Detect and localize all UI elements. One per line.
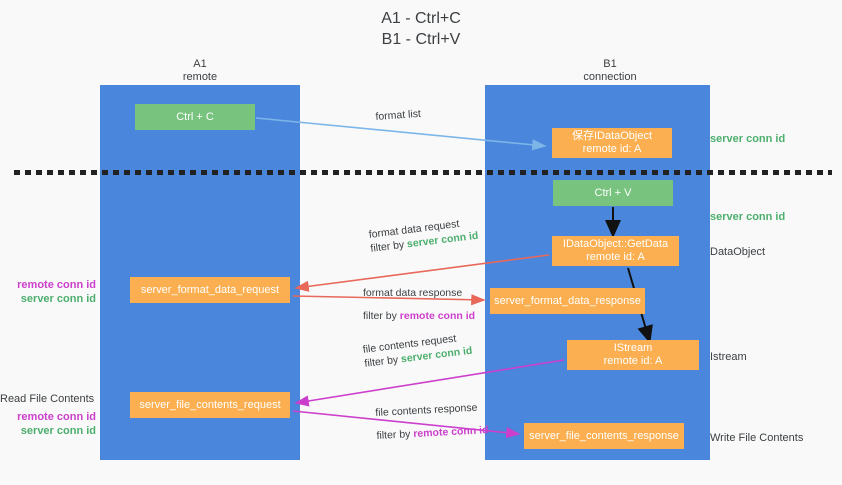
note-conn-ids-format: remote conn id server conn id: [0, 278, 96, 306]
edge-label-format-data-response: format data response filter by remote co…: [363, 286, 475, 323]
box-idataobject-getdata[interactable]: IDataObject::GetData remote id: A: [552, 236, 679, 266]
note-remote-conn-id-2: remote conn id: [17, 411, 96, 423]
box-server-format-data-response[interactable]: server_format_data_response: [490, 288, 645, 314]
edge-label-format-data-request-filter-prefix: filter by: [369, 238, 408, 255]
box-server-format-data-request[interactable]: server_format_data_request: [130, 277, 290, 303]
box-ctrl-v[interactable]: Ctrl + V: [553, 180, 673, 206]
edge-label-format-data-request: format data request filter by server con…: [368, 215, 479, 256]
box-istream[interactable]: IStream remote id: A: [567, 340, 699, 370]
note-server-conn-id-top: server conn id: [710, 133, 786, 145]
box-server-file-contents-request[interactable]: server_file_contents_request: [130, 392, 290, 418]
note-istream: Istream: [710, 351, 747, 363]
edge-label-format-list: format list: [375, 107, 421, 124]
box-getdata-line1: IDataObject::GetData: [562, 238, 669, 250]
lane-header-b1: B1 connection: [530, 58, 690, 84]
box-ctrl-c[interactable]: Ctrl + C: [135, 104, 255, 130]
note-read-file-contents: Read File Contents: [0, 393, 95, 405]
edge-label-file-contents-response-line1: file contents response: [375, 401, 478, 419]
lane-b1-name: B1: [603, 58, 617, 70]
edge-label-file-contents-response-filter-value: remote conn id: [412, 424, 489, 441]
note-server-conn-id-left-1: server conn id: [20, 293, 96, 305]
note-write-file-contents: Write File Contents: [710, 432, 804, 444]
note-dataobject: DataObject: [710, 246, 766, 258]
box-getdata-line2: remote id: A: [586, 251, 645, 263]
note-remote-conn-id-1: remote conn id: [17, 279, 96, 291]
box-ctrl-v-label: Ctrl + V: [594, 186, 632, 199]
edge-label-format-data-response-filter-prefix: filter by: [363, 310, 400, 322]
edge-label-file-contents-response: file contents response filter by remote …: [375, 400, 489, 443]
box-save-idataobject-line2: remote id: A: [582, 143, 642, 155]
edge-label-file-contents-response-filter-prefix: filter by: [376, 428, 414, 442]
dashed-divider: [14, 170, 832, 175]
box-server-file-contents-response[interactable]: server_file_contents_response: [524, 423, 684, 449]
edge-label-format-data-response-filter-value: remote conn id: [399, 310, 476, 322]
edge-label-file-contents-request: file contents request filter by server c…: [362, 330, 473, 371]
note-server-conn-id-left-2: server conn id: [20, 425, 96, 437]
box-istream-line2: remote id: A: [603, 355, 663, 367]
edge-label-file-contents-request-filter-prefix: filter by: [363, 353, 402, 370]
edge-label-format-data-response-line1: format data response: [363, 287, 463, 299]
box-server-format-data-response-label: server_format_data_response: [494, 294, 641, 307]
note-conn-ids-file: remote conn id server conn id: [0, 410, 96, 438]
lane-header-a1: A1 remote: [120, 58, 280, 84]
box-istream-line1: IStream: [613, 342, 653, 354]
box-ctrl-c-label: Ctrl + C: [176, 110, 214, 123]
page-title: A1 - Ctrl+C B1 - Ctrl+V: [381, 10, 461, 48]
note-server-conn-id-mid: server conn id: [710, 211, 786, 223]
edge-label-format-list-line1: format list: [375, 107, 422, 123]
box-save-idataobject-line1: 保存IDataObject: [571, 130, 653, 142]
box-save-idataobject[interactable]: 保存IDataObject remote id: A: [552, 128, 672, 158]
box-server-file-contents-request-label: server_file_contents_request: [139, 398, 281, 411]
lane-b1-role: connection: [583, 71, 637, 83]
box-server-file-contents-response-label: server_file_contents_response: [529, 429, 679, 442]
lane-a1-role: remote: [182, 71, 218, 83]
box-server-format-data-request-label: server_format_data_request: [140, 283, 280, 296]
lane-a1-name: A1: [193, 58, 207, 70]
